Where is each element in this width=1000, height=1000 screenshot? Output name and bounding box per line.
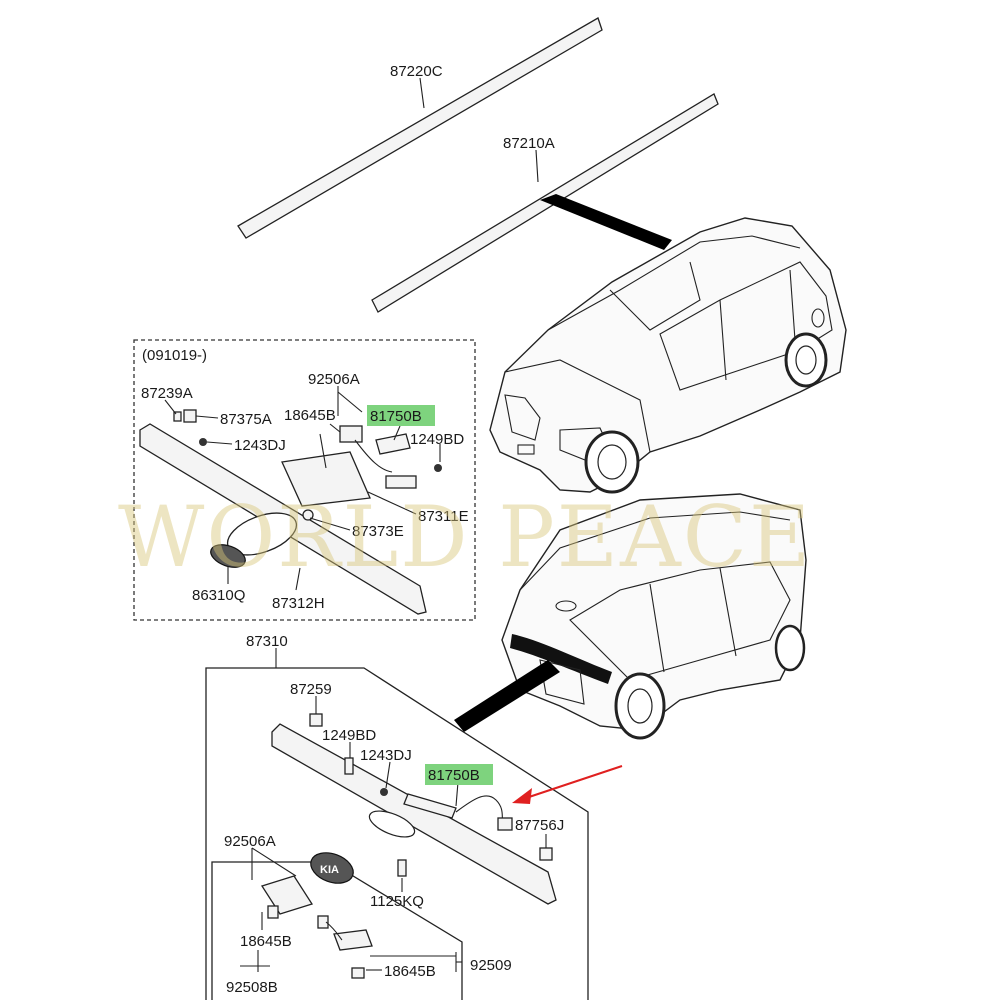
label-87310: 87310: [246, 633, 288, 650]
label-87311e: 87311E: [418, 508, 469, 525]
label-87375a: 87375A: [220, 411, 272, 428]
screw-1243dj-top: [199, 438, 207, 446]
pad-87375a: [183, 409, 197, 423]
clip-87373e: [302, 509, 314, 521]
label-87756j: 87756J: [515, 817, 564, 834]
label-1249bd-bot: 1249BD: [322, 727, 376, 744]
label-92506a-bot: 92506A: [224, 833, 276, 850]
svg-text:KIA: KIA: [320, 864, 339, 876]
label-92509: 92509: [470, 957, 512, 974]
leader-lines-bottom: [240, 696, 547, 972]
pointer-wedge-tailgate: [454, 660, 560, 732]
label-86310q: 86310Q: [192, 587, 245, 604]
car-front-view: [489, 217, 847, 494]
label-92508b: 92508B: [226, 979, 278, 996]
label-18645b-bot2: 18645B: [384, 963, 436, 980]
option-box-091019: [133, 339, 476, 621]
car-rear-view: [501, 493, 807, 740]
lamp-assembly: [260, 875, 373, 979]
label-1249bd-top: 1249BD: [410, 431, 464, 448]
label-87239a: 87239A: [141, 385, 193, 402]
watermark-text: WORLD PEACE: [118, 488, 812, 586]
garnish-lower: [271, 723, 557, 905]
bolt-1125kq: [397, 859, 407, 877]
screw-1243dj-bot: [380, 788, 388, 796]
emblem-lower: KIA: [310, 852, 354, 884]
label-1243dj-top: 1243DJ: [234, 437, 286, 454]
label-81750b-top: 81750B: [370, 408, 422, 425]
harness-81750b-lower: [403, 793, 513, 831]
label-18645b-bot1: 18645B: [240, 933, 292, 950]
label-18645b-top: 18645B: [284, 407, 336, 424]
label-87259: 87259: [290, 681, 332, 698]
highlight-81750b-bot: [425, 764, 493, 785]
label-87373e: 87373E: [352, 523, 404, 540]
bolt-1249bd-bot: [344, 757, 354, 775]
label-87312h: 87312H: [272, 595, 325, 612]
label-87210a: 87210A: [503, 135, 555, 152]
roof-rail-87210a: [371, 93, 719, 313]
label-1125kq: 1125KQ: [370, 893, 424, 910]
clip-87756j: [539, 847, 553, 861]
label-87220c: 87220C: [390, 63, 443, 80]
roof-rail-87220c: [237, 17, 603, 239]
box-note: (091019-): [142, 347, 207, 364]
assembly-frame-87310: [205, 667, 589, 1000]
emblem-86310q: [210, 544, 246, 568]
label-92506a-top: 92506A: [308, 371, 360, 388]
leader-lines-top: [164, 386, 441, 591]
pointer-wedge-roof: [540, 194, 672, 250]
garnish-87312h: [139, 423, 427, 615]
clip-87239a: [173, 411, 182, 422]
red-arrow: [512, 765, 623, 804]
label-1243dj-bot: 1243DJ: [360, 747, 412, 764]
label-81750b-bot: 81750B: [428, 767, 480, 784]
highlight-81750b-top: [367, 405, 435, 426]
clip-87259: [309, 713, 323, 727]
